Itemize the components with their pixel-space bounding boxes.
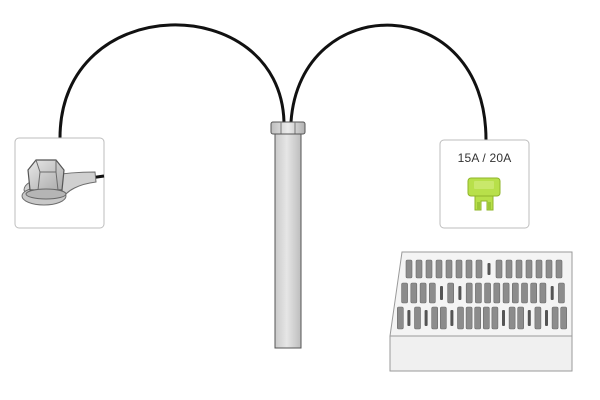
fuse-slot — [534, 306, 542, 330]
fuse-slot — [431, 306, 439, 330]
fuse-slot — [419, 282, 427, 304]
fuse-slot — [424, 310, 428, 326]
fuse-slot — [475, 282, 482, 304]
fuse-slot — [502, 282, 510, 304]
fuse-slot — [396, 306, 404, 330]
fuse-slot — [475, 259, 483, 279]
fuse-slot — [539, 282, 547, 304]
ground-terminal-panel — [14, 137, 105, 229]
fuse-slot — [487, 263, 491, 275]
fuse-slot — [439, 306, 447, 330]
fuse-slot — [458, 286, 462, 300]
fuse-slot — [505, 259, 513, 279]
fuse-slot — [405, 259, 413, 279]
fuse-slot — [530, 282, 538, 304]
fuse-slot — [445, 259, 453, 279]
wire-to-fuse — [289, 23, 488, 141]
fuse-slot — [550, 286, 554, 300]
fuse-slot — [493, 282, 501, 304]
fuse-slot — [555, 259, 563, 279]
fuse-slot — [428, 282, 436, 304]
fuse-slot — [415, 259, 423, 279]
fuse-slot — [525, 259, 533, 279]
fuse-slot — [560, 306, 568, 330]
fuse-slot — [447, 282, 455, 304]
fuse-slot — [515, 259, 523, 279]
fuse-slot — [521, 282, 528, 304]
fuse-slot — [558, 282, 565, 304]
wires — [58, 23, 488, 141]
fuse-slot — [527, 310, 531, 326]
fuse-slot — [450, 310, 454, 326]
fuse-slot — [511, 282, 519, 304]
fuse-slot — [465, 282, 473, 304]
fuse-slot — [407, 310, 411, 326]
fuse-slot — [414, 306, 421, 330]
wire-to-ground — [58, 23, 286, 139]
fuse-slot — [474, 306, 482, 330]
fuse-slot — [465, 306, 473, 330]
fuse-box-icon — [389, 251, 573, 372]
fuse-slot — [457, 306, 464, 330]
fuse-slot — [401, 282, 408, 304]
blade-fuse-icon — [467, 177, 501, 211]
fuse-slot — [484, 282, 491, 304]
fuse-panel: 15A / 20A — [439, 139, 530, 229]
fuse-slot — [508, 306, 516, 330]
fuse-slot — [440, 286, 443, 300]
fuse-slots — [396, 259, 568, 330]
fuse-slot — [551, 306, 559, 330]
fuse-slot — [517, 306, 525, 330]
fuse-slot — [545, 310, 548, 326]
fuse-slot — [482, 306, 490, 330]
fuse-rating-label: 15A / 20A — [458, 151, 512, 165]
fuse-slot — [455, 259, 463, 279]
fuse-slot — [410, 282, 418, 304]
fuse-slot — [502, 310, 505, 326]
fuse-slot — [535, 259, 543, 279]
fuse-slot — [491, 306, 499, 330]
heater-element-icon — [270, 121, 306, 349]
fuse-slot — [545, 259, 553, 279]
ground-terminal-icon — [21, 159, 105, 206]
fuse-slot — [495, 259, 503, 279]
fuse-slot — [465, 259, 473, 279]
fuse-slot — [435, 259, 443, 279]
fuse-slot — [425, 259, 433, 279]
fusebox-front — [389, 335, 573, 372]
